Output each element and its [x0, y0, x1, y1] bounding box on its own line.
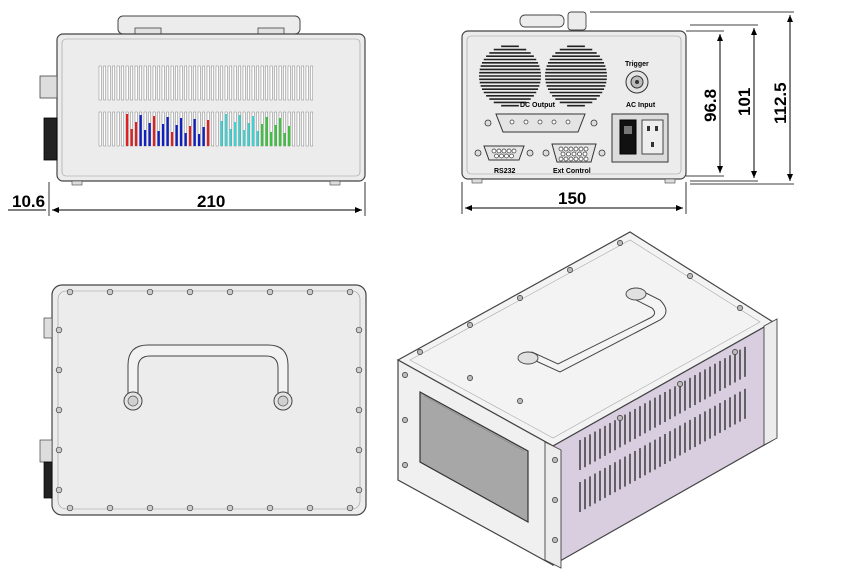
label-trigger: Trigger: [625, 61, 649, 68]
side-foot-right: [329, 180, 341, 186]
dim-height-b: 101: [735, 88, 754, 116]
power-switch: [619, 119, 637, 155]
label-ac-input: AC Input: [626, 102, 656, 109]
dim-height-a: 96.8: [701, 89, 720, 122]
rear-inner-outline: [466, 35, 682, 175]
iso-handle-mount-left: [517, 351, 539, 365]
side-view: [39, 15, 366, 186]
top-view: [39, 284, 367, 516]
fan-left: [479, 45, 541, 107]
dim-left-offset: 10.6: [12, 192, 45, 211]
top-inner-outline: [57, 290, 361, 510]
side-vent-upper: [98, 65, 313, 101]
ac-socket: [641, 119, 664, 155]
dim-rear-width: 150: [558, 189, 586, 208]
side-connector-switch: [43, 117, 58, 161]
side-foot-left: [71, 180, 83, 186]
label-ext-control: Ext Control: [553, 168, 591, 175]
side-inner-outline: [61, 38, 361, 177]
dim-side-width: 210: [197, 192, 225, 211]
label-rs232: RS232: [494, 168, 516, 175]
isometric-view: [396, 231, 778, 569]
rear-antenna: [519, 14, 565, 28]
side-vent-lower: [98, 111, 313, 147]
dim-height-c: 112.5: [771, 82, 790, 124]
side-dimensions: 10.6 210: [8, 182, 366, 216]
rear-view: Trigger DC Output AC Input RS232 Ext Con…: [461, 11, 687, 184]
rear-dimensions: 150 96.8 101 112.5: [461, 11, 794, 214]
fan-right: [545, 45, 607, 107]
rear-handle-tab: [567, 11, 587, 31]
iso-side-vents: [579, 346, 746, 512]
iso-front-window: [419, 390, 529, 524]
top-body: [51, 284, 367, 516]
side-connector-top: [39, 75, 58, 99]
side-body: [56, 33, 366, 182]
label-dc-output: DC Output: [520, 102, 556, 109]
iso-handle-mount-right: [625, 287, 647, 301]
